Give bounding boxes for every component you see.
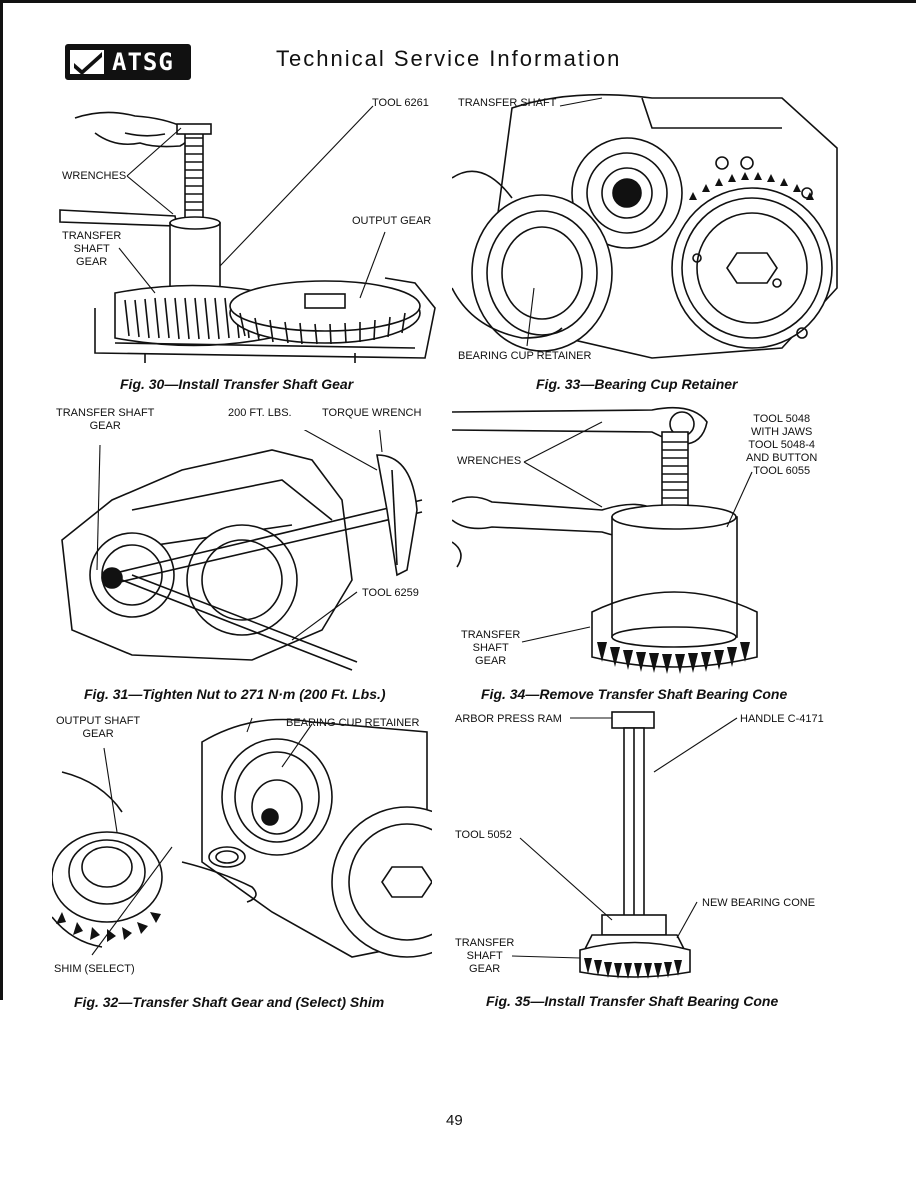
fig31-torque-wrench-label: TORQUE WRENCH: [322, 407, 422, 419]
figure-33-illustration: [452, 88, 842, 373]
fig30-caption: Fig. 30—Install Transfer Shaft Gear: [120, 376, 354, 392]
figure-31-illustration: [52, 430, 437, 675]
left-border: [0, 0, 3, 1000]
fig32-caption: Fig. 32—Transfer Shaft Gear and (Select)…: [74, 994, 385, 1010]
fig32-output-shaft-gear-label: OUTPUT SHAFT GEAR: [56, 715, 141, 740]
atsg-logo: ATSG: [65, 44, 191, 80]
fig35-new-bearing-cone-label: NEW BEARING CONE: [702, 897, 816, 909]
logo-text: ATSG: [112, 48, 174, 76]
fig35-transfer-shaft-gear-label: TRANSFER SHAFT GEAR: [455, 937, 515, 975]
fig31-transfer-shaft-gear-label: TRANSFER SHAFT GEAR: [56, 407, 155, 432]
figure-35-illustration: [452, 710, 832, 985]
fig32-bearing-cup-retainer-label: BEARING CUP RETAINER: [286, 717, 420, 729]
figure-32-illustration: [52, 712, 432, 967]
fig30-tool-label: TOOL 6261: [372, 97, 429, 109]
fig35-caption: Fig. 35—Install Transfer Shaft Bearing C…: [486, 993, 779, 1009]
fig33-bearing-cup-retainer-label: BEARING CUP RETAINER: [458, 350, 592, 362]
page-number: 49: [446, 1112, 463, 1129]
fig30-wrenches-label: WRENCHES: [62, 170, 127, 182]
fig32-shim-label: SHIM (SELECT): [54, 963, 135, 975]
fig34-transfer-shaft-gear-label: TRANSFER SHAFT GEAR: [461, 629, 521, 667]
fig35-arbor-press-ram-label: ARBOR PRESS RAM: [455, 713, 562, 725]
fig34-tool-label: TOOL 5048 WITH JAWS TOOL 5048-4 AND BUTT…: [746, 413, 818, 477]
fig35-tool-label: TOOL 5052: [455, 829, 512, 841]
figure-34-illustration: [452, 402, 772, 677]
page-title: Technical Service Information: [276, 46, 622, 71]
fig34-wrenches-label: WRENCHES: [457, 455, 522, 467]
fig33-caption: Fig. 33—Bearing Cup Retainer: [536, 376, 738, 392]
top-border: [0, 0, 916, 3]
fig34-caption: Fig. 34—Remove Transfer Shaft Bearing Co…: [481, 686, 788, 702]
fig30-transfer-shaft-gear-label: TRANSFER SHAFT GEAR: [62, 230, 122, 268]
fig30-output-gear-label: OUTPUT GEAR: [352, 215, 432, 227]
fig31-caption: Fig. 31—Tighten Nut to 271 N·m (200 Ft. …: [84, 686, 386, 702]
checkmark-icon: [70, 50, 104, 75]
fig33-transfer-shaft-label: TRANSFER SHAFT: [458, 97, 557, 109]
fig31-tool-label: TOOL 6259: [362, 587, 419, 599]
figure-30-illustration: [55, 88, 440, 368]
fig31-torque-value-label: 200 FT. LBS.: [228, 407, 292, 419]
fig35-handle-label: HANDLE C-4171: [740, 713, 824, 725]
